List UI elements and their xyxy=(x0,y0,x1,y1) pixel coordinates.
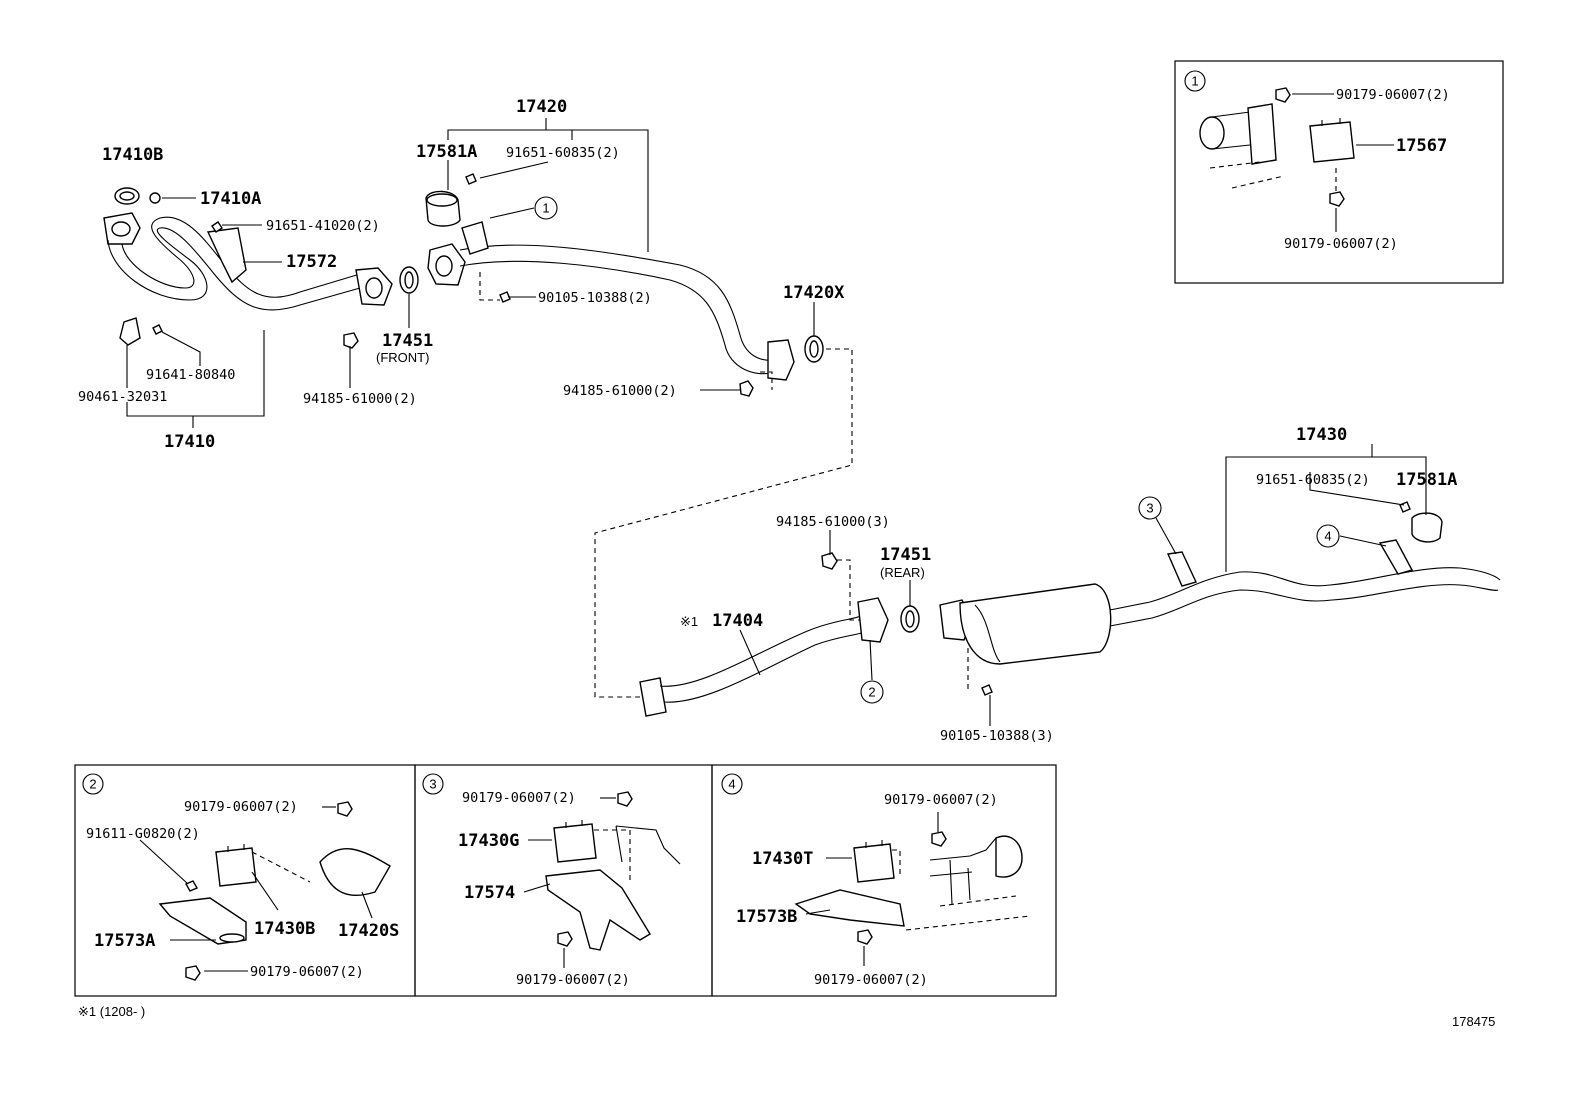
label-94185-61000-mid: 94185-61000(2) xyxy=(563,383,677,399)
inset-1: 1 90179-06007(2) 17567 90179-06007(2) xyxy=(1174,60,1504,284)
label-rear: (REAR) xyxy=(880,565,925,580)
label-star-note: ※1 xyxy=(680,614,698,629)
label-17420X: 17420X xyxy=(783,283,845,303)
label-17572: 17572 xyxy=(286,252,337,272)
inset1-nut-top-label: 90179-06007(2) xyxy=(1336,87,1450,103)
label-90105-10388-bottom: 90105-10388(3) xyxy=(940,728,1054,744)
center-pipe-17420 xyxy=(425,173,795,397)
muffler-assembly-17430 xyxy=(939,501,1501,696)
inset1-mount-label: 17567 xyxy=(1396,136,1447,156)
inset2-cover-label: 17420S xyxy=(338,921,399,941)
label-94185-61000-3: 94185-61000(3) xyxy=(776,514,890,530)
label-91651-60835-top: 91651-60835(2) xyxy=(506,145,620,161)
inset2-nut-bottom-label: 90179-06007(2) xyxy=(250,964,364,980)
label-17451-rear: 17451 xyxy=(880,545,931,565)
label-91641-80840: 91641-80840 xyxy=(146,367,235,383)
inset3-mount-label: 17430G xyxy=(458,831,519,851)
leader-lines xyxy=(126,118,1427,726)
label-91651-41020: 91651-41020(2) xyxy=(266,218,380,234)
inset3-nut-bottom-label: 90179-06007(2) xyxy=(516,972,630,988)
label-17410: 17410 xyxy=(164,432,215,452)
callout-circle-1: 1 xyxy=(534,196,558,220)
label-94185-61000-left: 94185-61000(2) xyxy=(303,391,417,407)
label-91651-60835-right: 91651-60835(2) xyxy=(1256,472,1370,488)
inset2-bolt-label: 91611-G0820(2) xyxy=(86,826,200,842)
svg-text:4: 4 xyxy=(728,777,735,792)
label-17410B: 17410B xyxy=(102,145,163,165)
callout-circle-4: 4 xyxy=(1316,524,1340,548)
label-17451-front: 17451 xyxy=(382,331,433,351)
front-pipe-17410 xyxy=(103,187,393,349)
inset3-nut-top-label: 90179-06007(2) xyxy=(462,790,576,806)
inset2-bracket-label: 17573A xyxy=(94,931,155,951)
svg-text:1: 1 xyxy=(542,201,549,216)
svg-text:2: 2 xyxy=(868,685,875,700)
svg-text:1: 1 xyxy=(1191,74,1198,89)
inset4-bracket-label: 17573B xyxy=(736,907,797,927)
label-17420: 17420 xyxy=(516,97,567,117)
inset4-nut-bottom-label: 90179-06007(2) xyxy=(814,972,928,988)
inset1-nut-bottom-label: 90179-06007(2) xyxy=(1284,236,1398,252)
svg-text:2: 2 xyxy=(89,777,96,792)
inset-3: 3 90179-06007(2) 17430G 17574 90179-0600… xyxy=(414,764,713,997)
label-90461-32031: 90461-32031 xyxy=(78,389,167,405)
pipe-17404 xyxy=(639,552,889,717)
label-front: (FRONT) xyxy=(376,350,429,365)
label-17404: 17404 xyxy=(712,611,763,631)
label-17430: 17430 xyxy=(1296,425,1347,445)
svg-text:3: 3 xyxy=(429,777,436,792)
inset-2: 2 90179-06007(2) 91611-G0820(2) 17430B 1… xyxy=(74,764,416,997)
label-90105-10388-top: 90105-10388(2) xyxy=(538,290,652,306)
svg-text:3: 3 xyxy=(1146,501,1153,516)
inset2-nut-top-label: 90179-06007(2) xyxy=(184,799,298,815)
svg-text:4: 4 xyxy=(1324,529,1331,544)
inset3-bracket-label: 17574 xyxy=(464,883,515,903)
footnote: ※1 (1208- ) xyxy=(78,1004,145,1019)
diagram-id: 178475 xyxy=(1452,1014,1495,1029)
inset4-nut-top-label: 90179-06007(2) xyxy=(884,792,998,808)
callout-circle-3: 3 xyxy=(1138,496,1162,520)
inset2-mount-label: 17430B xyxy=(254,919,315,939)
label-17581A-top: 17581A xyxy=(416,142,477,162)
inset-4: 4 90179-06007(2) 17430T 17573B 90179-060… xyxy=(711,764,1057,997)
label-17581A-right: 17581A xyxy=(1396,470,1457,490)
callout-circle-2: 2 xyxy=(860,680,884,704)
label-17410A: 17410A xyxy=(200,189,261,209)
inset4-mount-label: 17430T xyxy=(752,849,813,869)
